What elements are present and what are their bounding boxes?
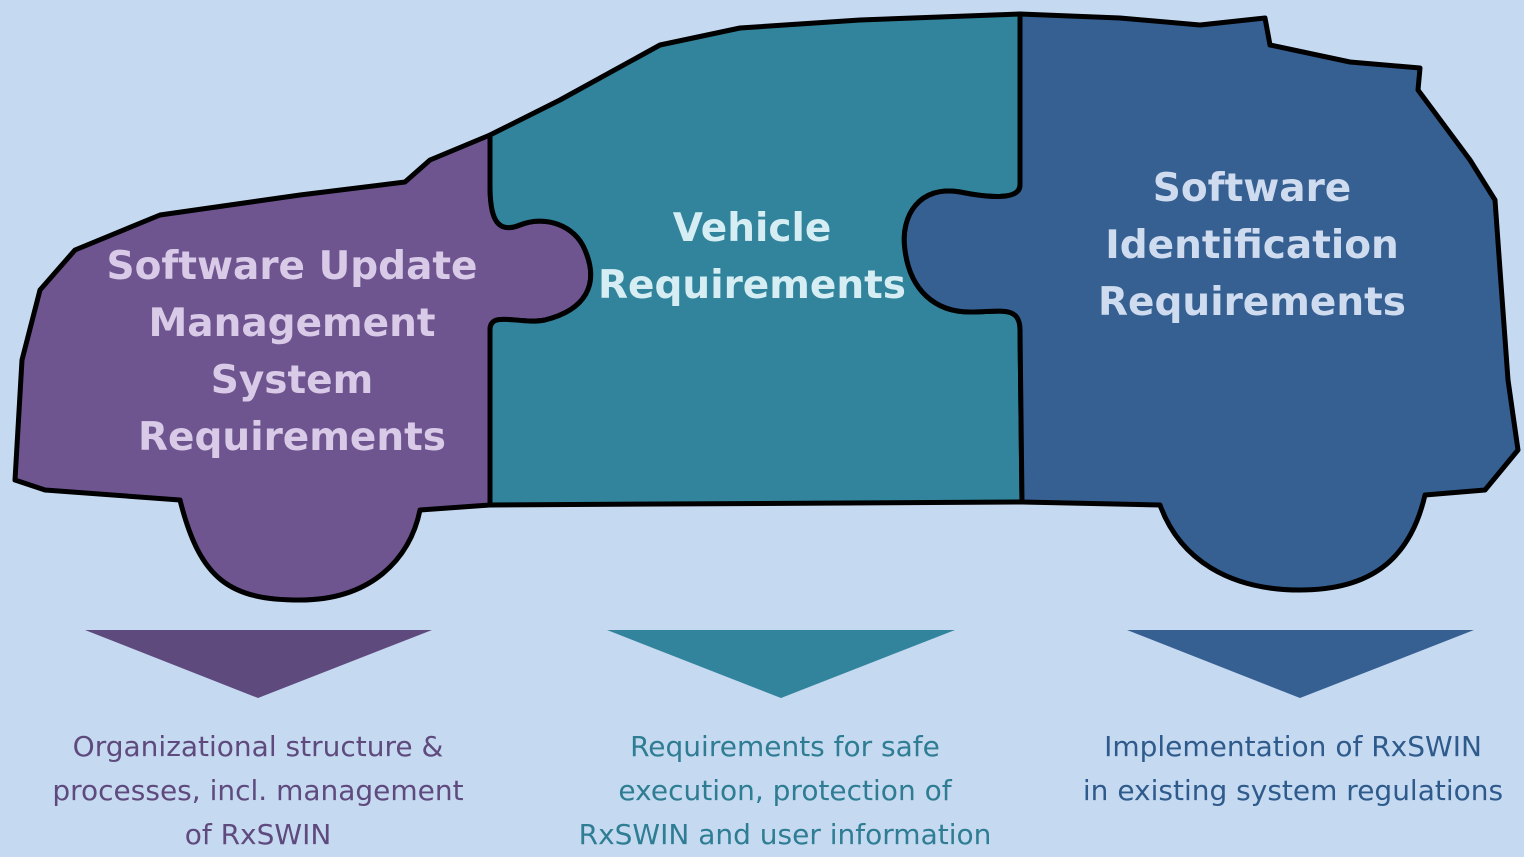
title-line: System	[210, 358, 374, 403]
arrow-down-software-update	[85, 630, 432, 698]
description-software-identification: Implementation of RxSWIN in existing sys…	[1062, 725, 1524, 813]
description-line: Implementation of RxSWIN	[1104, 730, 1482, 763]
title-software-identification: Software Identification Requirements	[1062, 160, 1442, 331]
description-software-update: Organizational structure & processes, in…	[18, 725, 498, 857]
description-line: of RxSWIN	[184, 818, 332, 851]
description-line: processes, incl. management	[52, 774, 464, 807]
description-line: RxSWIN and user information	[578, 818, 992, 851]
title-line: Management	[148, 301, 436, 346]
title-vehicle: Vehicle Requirements	[572, 200, 932, 314]
title-line: Requirements	[138, 415, 446, 460]
title-line: Vehicle	[672, 206, 832, 251]
description-line: execution, protection of	[618, 774, 952, 807]
arrow-down-software-identification	[1127, 630, 1474, 698]
puzzle-piece-software-identification	[901, 11, 1521, 593]
description-line: Requirements for safe	[630, 730, 940, 763]
title-software-update: Software Update Management System Requir…	[92, 238, 492, 466]
title-line: Software Update	[106, 244, 478, 289]
description-vehicle: Requirements for safe execution, protect…	[540, 725, 1030, 857]
title-line: Requirements	[1098, 280, 1406, 325]
arrow-down-vehicle	[607, 630, 955, 698]
description-line: Organizational structure &	[72, 730, 444, 763]
description-line: in existing system regulations	[1082, 774, 1504, 807]
title-line: Requirements	[598, 263, 906, 308]
title-line: Software	[1152, 166, 1352, 211]
title-line: Identification	[1105, 223, 1399, 268]
